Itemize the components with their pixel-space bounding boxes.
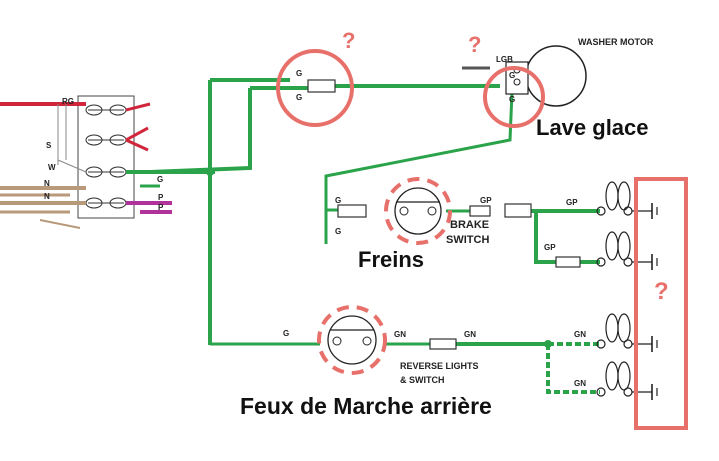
wire-code-g-motor-1: G	[509, 71, 515, 80]
wire-code-gn-4: GN	[574, 379, 586, 388]
wire-code-p-1: P	[158, 193, 164, 202]
inline-components	[307, 79, 581, 350]
wire-code-n-2: N	[44, 192, 50, 201]
brake-lamp-2	[596, 231, 658, 270]
wire-code-g-top-2: G	[296, 93, 302, 102]
washer-motor: WASHER MOTOR LGB G G	[496, 37, 654, 107]
wire-code-gp-3: GP	[544, 243, 556, 252]
wire-code-w: W	[48, 163, 56, 172]
reverse-lamp-2	[596, 361, 658, 400]
wire-code-g-brake-2: G	[335, 227, 341, 236]
terminal-row-2	[85, 134, 127, 146]
brake-inline-resistor	[469, 205, 491, 217]
brake-switch-label-2: SWITCH	[446, 234, 489, 246]
wire-code-gn-1: GN	[394, 330, 406, 339]
highlight-circle-brake	[384, 177, 452, 245]
brake-left-fuse	[337, 204, 367, 218]
reverse-label-1: REVERSE LIGHTS	[400, 361, 479, 371]
wire-code-p-2: P	[158, 203, 164, 212]
wire-code-s: S	[46, 141, 52, 150]
highlight-box-grounds	[634, 177, 688, 430]
wire-code-gp-2: GP	[566, 198, 578, 207]
highlight-circle-reverse	[317, 305, 387, 375]
highlight-annotations	[276, 49, 688, 430]
lamps	[596, 181, 658, 400]
question-mark-1: ?	[342, 28, 355, 53]
question-mark-2: ?	[468, 32, 481, 57]
brake-right-fuse	[504, 203, 532, 218]
question-mark-3: ?	[654, 278, 669, 305]
brake-lower-fuse	[555, 256, 581, 268]
wire-code-g-reverse: G	[283, 329, 289, 338]
wire-code-gn-2: GN	[464, 330, 476, 339]
brake-lamp-1	[596, 181, 658, 219]
brake-switch: BRAKE SWITCH	[394, 187, 489, 246]
wire-code-gn-3: GN	[574, 330, 586, 339]
wire-code-g-motor-2: G	[509, 95, 515, 104]
wire-code-g-block: G	[157, 175, 163, 184]
top-fuse	[307, 79, 336, 93]
green-wiring	[126, 66, 600, 394]
wire-code-gp-1: GP	[480, 196, 492, 205]
highlight-circle-fuse	[276, 49, 354, 127]
reverse-inline-fuse	[429, 338, 457, 350]
connector-block: RG S W N N G P P	[0, 95, 172, 229]
wire-code-n-1: N	[44, 179, 50, 188]
lave-glace-label: Lave glace	[536, 115, 649, 140]
wire-code-g-top-1: G	[296, 69, 302, 78]
brake-switch-label-1: BRAKE	[450, 219, 489, 231]
junctions	[206, 168, 552, 348]
wire-code-lgb: LGB	[496, 55, 513, 64]
highlight-circle-motor	[483, 66, 545, 128]
wire-code-g-brake-1: G	[335, 196, 341, 205]
feux-marche-arriere-label: Feux de Marche arrière	[240, 393, 492, 419]
reverse-label-2: & SWITCH	[400, 375, 445, 385]
terminal-row-3	[85, 166, 127, 178]
freins-label: Freins	[358, 247, 424, 272]
washer-motor-label: WASHER MOTOR	[578, 37, 654, 47]
wire-codes: G G G G GP GP GP G GN GN GN GN	[283, 69, 586, 388]
reverse-lamp-1	[596, 313, 658, 352]
reverse-switch: REVERSE LIGHTS & SWITCH	[327, 315, 479, 385]
wire-code-rg: RG	[62, 97, 74, 106]
